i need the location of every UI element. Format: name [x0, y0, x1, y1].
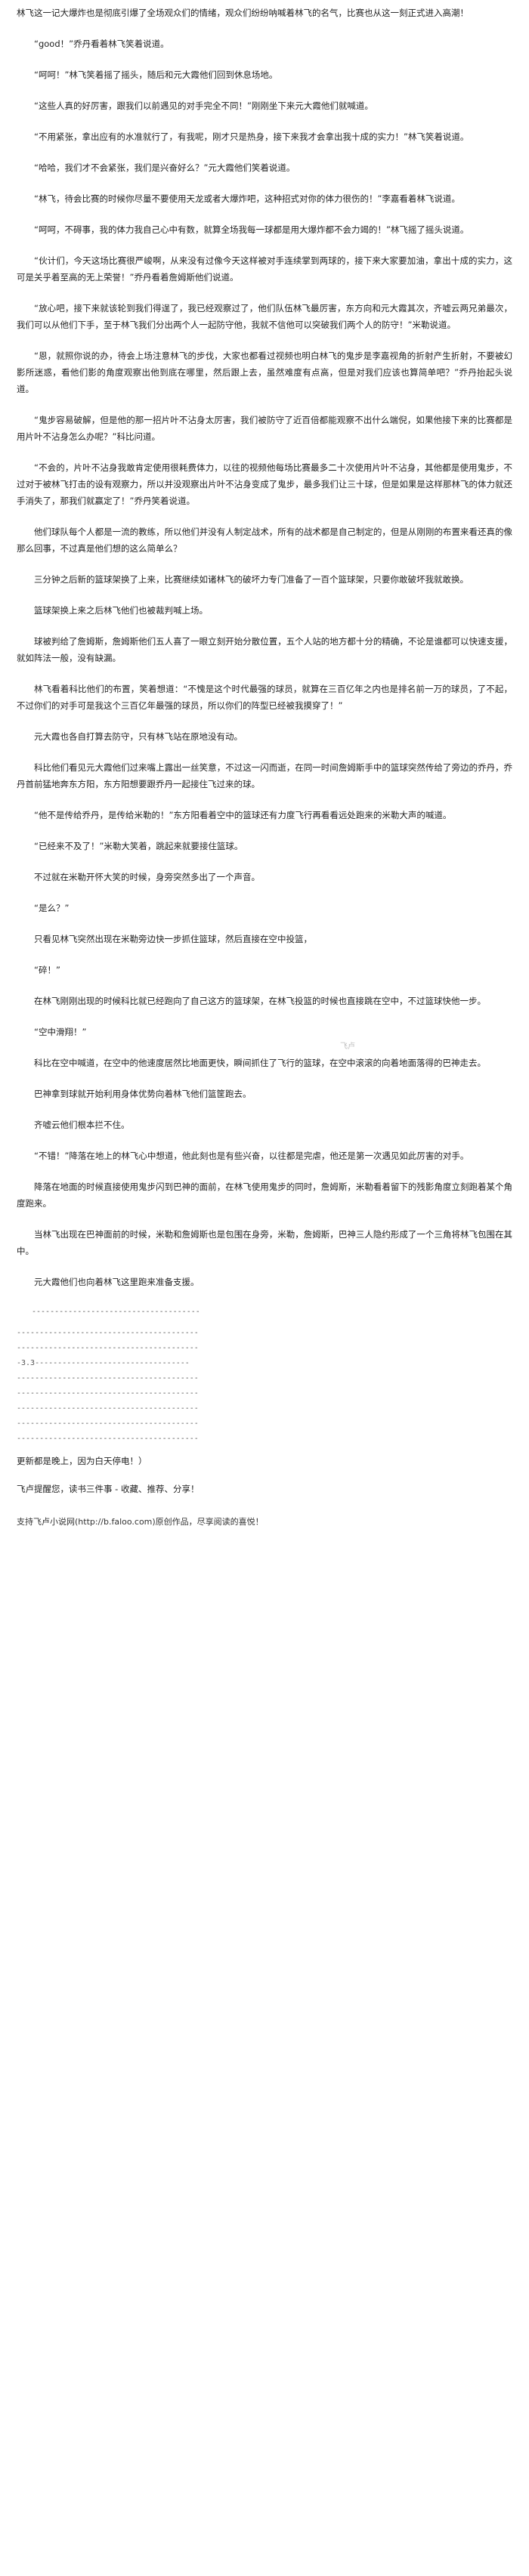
- separator-line: ----------------------------------------: [17, 1419, 199, 1428]
- update-note: 更新都是晚上，因为白天停电！）: [17, 1456, 147, 1466]
- story-paragraph: 林飞这一记大爆炸也是彻底引爆了全场观众们的情绪，观众们纷纷呐喊着林飞的名气，比赛…: [17, 8, 469, 18]
- article-body: 林飞这一记大爆炸也是彻底引爆了全场观众们的情绪，观众们纷纷呐喊着林飞的名气，比赛…: [17, 5, 512, 1290]
- story-paragraph: 林飞看着科比他们的布置，笑着想道：“不愧是这个时代最强的球员，就算在三百亿年之内…: [17, 684, 512, 711]
- story-paragraph: “鬼步容易破解，但是他的那一招片叶不沾身太厉害，我们被防守了近百倍都能观察不出什…: [17, 415, 512, 442]
- story-paragraph: “不用紧张，拿出应有的水准就行了，有我呢，刚才只是热身，接下来我才会拿出我十成的…: [34, 131, 469, 142]
- story-paragraph: “哈哈，我们才不会紧张，我们是兴奋好么？”元大霞他们笑着说道。: [34, 162, 295, 173]
- separator-line: ----------------------------------------: [17, 1404, 199, 1413]
- story-paragraph: “伙计们，今天这场比赛很严峻啊，从来没有过像今天这样被对手连续掌到两球的，接下来…: [17, 255, 512, 283]
- article-page: 林飞这一记大爆炸也是彻底引爆了全场观众们的情绪，观众们纷纷呐喊着林飞的名气，比赛…: [17, 5, 512, 1527]
- separator-line: ----------------------------------------: [17, 1374, 199, 1382]
- story-paragraph: “这些人真的好厉害，跟我们以前遇见的对手完全不同！”刚刚坐下来元大霞他们就喊道。: [34, 100, 373, 111]
- story-paragraph: 只看见林飞突然出现在米勒旁边快一步抓住篮球，然后直接在空中投篮，: [34, 934, 312, 944]
- story-paragraph: “恩，就照你说的办，待会上场注意林飞的步伐，大家也都看过视频也明白林飞的鬼步是李…: [17, 351, 512, 394]
- separator-line: ----------------------------------------: [17, 1344, 199, 1352]
- story-paragraph: “他不是传给乔丹，是传给米勒的！”东方阳看着空中的篮球还有力度飞行再看看远处跑来…: [34, 810, 452, 820]
- separator-line: -------------------------------------: [32, 1308, 200, 1316]
- story-paragraph: 元大霞他们也向着林飞这里跑来准备支援。: [34, 1277, 200, 1287]
- story-paragraph: “林飞，待会比赛的时候你尽量不要使用天龙或者大爆炸吧，这种招式对你的体力很伤的！…: [34, 193, 460, 204]
- separator-line: -3.3----------------------------------: [17, 1359, 190, 1367]
- story-paragraph: 球被判给了詹姆斯，詹姆斯他们五人喜了一眼立刻开始分散位置，五个人站的地方都十分的…: [17, 636, 512, 663]
- story-paragraph: “呵呵，不碍事，我的体力我自己心中有数，就算全场我每一球都是用大爆炸都不会力竭的…: [34, 224, 469, 235]
- story-paragraph: “空中滑翔！”: [34, 1027, 87, 1037]
- story-paragraph: “碎！”: [34, 965, 60, 975]
- story-paragraph: “不会的，片叶不沾身我敢肯定使用很耗费体力，以往的视频他每场比赛最多二十次使用片…: [17, 462, 512, 506]
- story-paragraph: 降落在地面的时候直接使用鬼步闪到巴神的面前，在林飞使用鬼步的同时，詹姆斯，米勒看…: [17, 1181, 512, 1209]
- site-credit: 支持飞卢小说网(http://b.faloo.com)原创作品，尽享阅读的喜悦！: [17, 1517, 264, 1527]
- story-paragraph: “是么？”: [34, 903, 70, 913]
- separator-line: ----------------------------------------: [17, 1329, 199, 1337]
- story-paragraph: 不过就在米勒开怀大笑的时候，身旁突然多出了一个声音。: [34, 872, 260, 882]
- story-paragraph: 他们球队每个人都是一流的教练，所以他们并没有人制定战术，所有的战术都是自己制定的…: [17, 527, 512, 554]
- story-paragraph: “good！”乔丹看着林飞笑着说道。: [34, 39, 169, 49]
- story-paragraph: “放心吧，接下来就该轮到我们得逞了，我已经观察过了，他们队伍林飞最厉害，东方向和…: [17, 303, 512, 330]
- story-paragraph: “不错！”降落在地上的林飞心中想道，他此刻也是有些兴奋，以往都是完虐，他还是第一…: [34, 1151, 469, 1161]
- story-paragraph: 齐嘘云他们根本拦不住。: [34, 1120, 130, 1130]
- separator-line: ----------------------------------------: [17, 1389, 199, 1398]
- story-paragraph: 科比在空中喊道，在空中的他速度居然比地面更快，瞬间抓住了飞行的篮球，在空中滚滚的…: [34, 1058, 486, 1068]
- story-paragraph: 三分钟之后新的篮球架换了上来，比赛继续如诸林飞的破坏力专门准备了一百个篮球架，只…: [34, 574, 469, 585]
- story-paragraph: 篮球架换上来之后林飞他们也被裁判喊上场。: [34, 605, 208, 616]
- separator-line: ----------------------------------------: [17, 1435, 199, 1443]
- story-paragraph: 巴神拿到球就开始利用身体优势向着林飞他们篮筐跑去。: [34, 1089, 252, 1099]
- reading-tips: 飞卢提醒您，读书三件事 - 收藏、推荐、分享！: [17, 1484, 200, 1494]
- story-paragraph: “已经来不及了！”米勒大笑着，跳起来就要接住篮球。: [34, 841, 243, 851]
- watermark-text: 飞卢: [340, 1042, 355, 1051]
- story-paragraph: “呵呵！”林飞笑着摇了摇头，随后和元大霞他们回到休息场地。: [34, 69, 278, 80]
- story-paragraph: 在林飞刚刚出现的时候科比就已经跑向了自己这方的篮球架，在林飞投篮的时候也直接跳在…: [34, 996, 486, 1006]
- story-paragraph: 科比他们看见元大霞他们过来嘴上露出一丝笑意，不过这一闪而逝，在同一时间詹姆斯手中…: [17, 762, 512, 789]
- story-paragraph: 元大霞也各自打算去防守，只有林飞站在原地没有动。: [34, 731, 243, 742]
- story-paragraph: 当林飞出现在巴神面前的时候，米勒和詹姆斯也是包围在身旁，米勒，詹姆斯，巴神三人隐…: [17, 1229, 512, 1256]
- separator-block: ----------------------------------------…: [17, 1326, 512, 1447]
